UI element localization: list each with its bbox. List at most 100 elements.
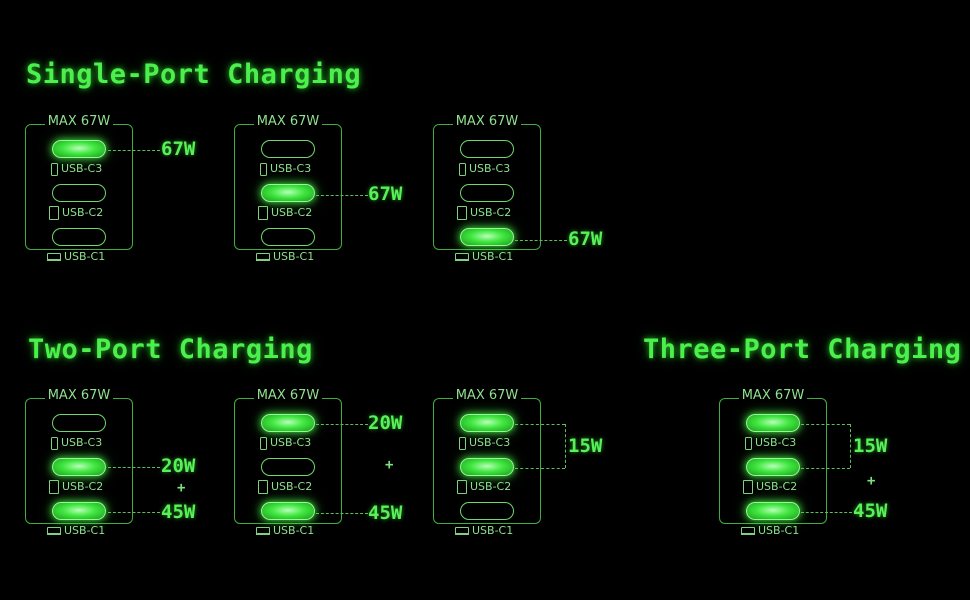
- laptop-icon: [47, 527, 61, 535]
- port-usb-c1: [460, 228, 514, 246]
- port-label-usb-c3: USB-C3: [455, 162, 510, 176]
- connector-line: [515, 424, 565, 425]
- port-usb-c2: [261, 184, 315, 202]
- max-power-label: MAX 67W: [719, 388, 827, 403]
- connector-line: [801, 468, 850, 469]
- laptop-icon: [741, 527, 755, 535]
- port-usb-c3: [261, 414, 315, 432]
- port-usb-c1: [261, 502, 315, 520]
- power-output-4a: 20W: [161, 455, 196, 477]
- port-label-usb-c1: USB-C1: [256, 524, 314, 538]
- port-usb-c1: [261, 228, 315, 246]
- connector-line: [316, 195, 368, 196]
- laptop-icon: [455, 527, 469, 535]
- port-usb-c3: [746, 414, 800, 432]
- phone-icon: [459, 162, 466, 176]
- charger-card-2: MAX 67W USB-C3 USB-C2 USB-C1: [234, 114, 344, 263]
- title-single-port: Single-Port Charging: [26, 59, 362, 90]
- port-label-usb-c2: USB-C2: [455, 480, 511, 494]
- phone-icon: [459, 436, 466, 450]
- connector-line: [515, 468, 565, 469]
- connector-line: [316, 424, 368, 425]
- port-usb-c2: [52, 184, 106, 202]
- tablet-icon: [457, 206, 467, 220]
- port-usb-c3: [52, 414, 106, 432]
- port-label-usb-c2: USB-C2: [256, 480, 312, 494]
- port-label-usb-c2: USB-C2: [256, 206, 312, 220]
- power-output-6: 15W: [568, 435, 603, 457]
- phone-icon: [260, 436, 267, 450]
- power-output-5b: 45W: [368, 502, 403, 524]
- max-power-label: MAX 67W: [25, 388, 133, 403]
- charger-card-3: MAX 67W USB-C3 USB-C2 USB-C1: [433, 114, 543, 263]
- connector-line: [801, 424, 850, 425]
- laptop-icon: [256, 253, 270, 261]
- tablet-icon: [457, 480, 467, 494]
- port-usb-c1: [460, 502, 514, 520]
- port-label-usb-c2: USB-C2: [47, 206, 103, 220]
- port-label-usb-c3: USB-C3: [256, 436, 311, 450]
- laptop-icon: [256, 527, 270, 535]
- port-label-usb-c1: USB-C1: [47, 250, 105, 264]
- port-label-usb-c3: USB-C3: [47, 162, 102, 176]
- port-usb-c3: [261, 140, 315, 158]
- tablet-icon: [258, 480, 268, 494]
- power-output-3: 67W: [568, 228, 603, 250]
- title-two-port: Two-Port Charging: [28, 334, 313, 365]
- port-label-usb-c1: USB-C1: [455, 250, 513, 264]
- port-label-usb-c2: USB-C2: [47, 480, 103, 494]
- connector-line: [108, 512, 160, 513]
- port-usb-c3: [52, 140, 106, 158]
- laptop-icon: [455, 253, 469, 261]
- laptop-icon: [47, 253, 61, 261]
- power-output-5a: 20W: [368, 412, 403, 434]
- title-three-port: Three-Port Charging: [643, 334, 962, 365]
- port-usb-c1: [746, 502, 800, 520]
- port-label-usb-c3: USB-C3: [741, 436, 796, 450]
- port-usb-c2: [746, 458, 800, 476]
- port-label-usb-c1: USB-C1: [256, 250, 314, 264]
- power-plus: +: [385, 457, 394, 473]
- port-usb-c3: [460, 140, 514, 158]
- phone-icon: [51, 162, 58, 176]
- power-plus: +: [867, 473, 876, 489]
- connector-bracket: [850, 424, 851, 468]
- port-usb-c1: [52, 502, 106, 520]
- port-label-usb-c3: USB-C3: [455, 436, 510, 450]
- charger-card-6: MAX 67W USB-C3 USB-C2 USB-C1: [433, 388, 543, 537]
- port-label-usb-c3: USB-C3: [256, 162, 311, 176]
- charger-card-4: MAX 67W USB-C3 USB-C2 USB-C1: [25, 388, 135, 537]
- port-usb-c2: [460, 184, 514, 202]
- phone-icon: [260, 162, 267, 176]
- charger-card-1: MAX 67W USB-C3 USB-C2 USB-C1: [25, 114, 135, 263]
- charger-card-5: MAX 67W USB-C3 USB-C2 USB-C1: [234, 388, 344, 537]
- port-usb-c2: [52, 458, 106, 476]
- connector-bracket: [565, 424, 566, 468]
- port-label-usb-c1: USB-C1: [47, 524, 105, 538]
- connector-line: [515, 240, 567, 241]
- port-usb-c3: [460, 414, 514, 432]
- port-label-usb-c3: USB-C3: [47, 436, 102, 450]
- port-usb-c2: [460, 458, 514, 476]
- power-output-2: 67W: [368, 183, 403, 205]
- tablet-icon: [49, 206, 59, 220]
- port-usb-c2: [261, 458, 315, 476]
- connector-line: [108, 467, 160, 468]
- power-plus: +: [177, 480, 186, 496]
- power-output-7a: 15W: [853, 435, 888, 457]
- power-output-4b: 45W: [161, 501, 196, 523]
- max-power-label: MAX 67W: [433, 388, 541, 403]
- power-output-7b: 45W: [853, 500, 888, 522]
- port-label-usb-c1: USB-C1: [455, 524, 513, 538]
- max-power-label: MAX 67W: [25, 114, 133, 129]
- tablet-icon: [258, 206, 268, 220]
- connector-line: [108, 150, 160, 151]
- connector-line: [316, 513, 368, 514]
- tablet-icon: [743, 480, 753, 494]
- port-label-usb-c2: USB-C2: [741, 480, 797, 494]
- port-label-usb-c2: USB-C2: [455, 206, 511, 220]
- phone-icon: [745, 436, 752, 450]
- max-power-label: MAX 67W: [234, 388, 342, 403]
- phone-icon: [51, 436, 58, 450]
- max-power-label: MAX 67W: [433, 114, 541, 129]
